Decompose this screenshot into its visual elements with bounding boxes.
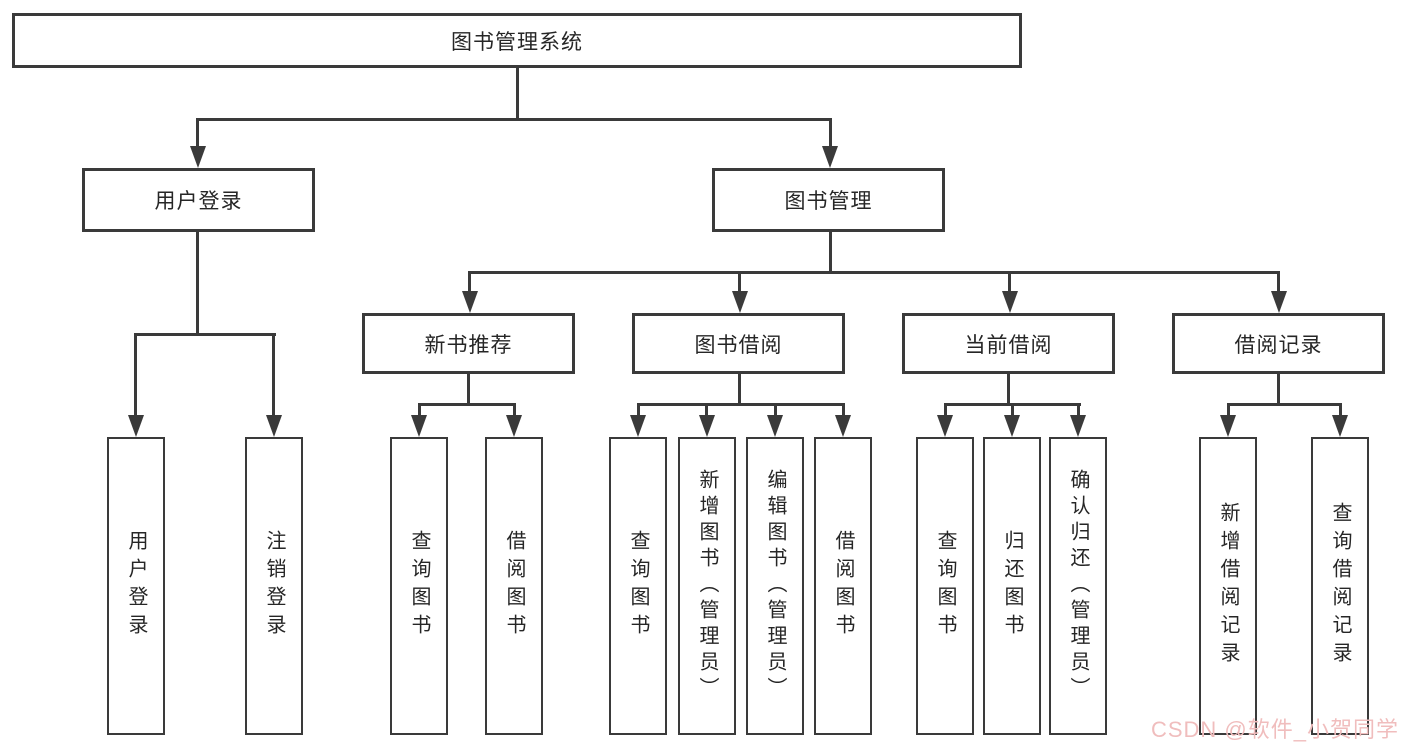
node-user-login-label: 用户登录 [154,190,243,213]
connector-borrow-records-drop [1277,374,1280,405]
node-book-borrow-label: 图书借阅 [694,333,783,357]
leaf-user-login-label: 用户登录 [125,530,147,642]
arrowhead-down-icon [835,415,851,437]
connector-stub [513,403,516,417]
connector-book-borrow-bar [637,403,845,406]
leaf-confirm-return-admin-label: 确认归还（管理员） [1067,469,1089,703]
leaf-borrow-books-label: 借阅图书 [832,530,854,642]
connector-stub [637,403,640,417]
node-new-book-recommend: 新书推荐 [362,313,575,374]
node-user-login: 用户登录 [82,168,315,232]
arrowhead-down-icon [1220,415,1236,437]
arrowhead-down-icon [411,415,427,437]
node-new-book-recommend-label: 新书推荐 [424,333,513,357]
leaf-borrow-books-recommend: 借阅图书 [485,437,543,735]
node-book-management: 图书管理 [712,168,945,232]
connector-user-login-drop [196,232,199,335]
node-book-borrow: 图书借阅 [632,313,845,374]
leaf-query-books-recommend: 查询图书 [390,437,448,735]
leaf-edit-books-admin: 编辑图书（管理员） [746,437,804,735]
connector-new-book-drop [467,374,470,405]
connector-stub-leaf-logout [272,333,275,417]
arrowhead-down-icon [506,415,522,437]
connector-stub-new-book [468,271,471,293]
leaf-query-borrow-record-label: 查询借阅记录 [1329,502,1351,670]
arrowhead-down-icon [732,291,748,313]
connector-stub-user-login [196,118,199,148]
arrowhead-down-icon [937,415,953,437]
connector-stub [1227,403,1230,417]
node-library-management-system-label: 图书管理系统 [451,30,583,54]
leaf-query-books-current: 查询图书 [916,437,974,735]
leaf-query-books-borrow: 查询图书 [609,437,667,735]
leaf-logout-label: 注销登录 [263,530,285,642]
leaf-confirm-return-admin: 确认归还（管理员） [1049,437,1107,735]
connector-book-management-drop [829,232,832,273]
connector-stub [774,403,777,417]
connector-stub [705,403,708,417]
leaf-query-books-current-label: 查询图书 [934,530,956,642]
connector-book-management-bar [468,271,1280,274]
connector-stub [944,403,947,417]
leaf-add-books-admin-label: 新增图书（管理员） [696,469,718,703]
connector-stub-current-borrow [1008,271,1011,293]
connector-new-book-bar [418,403,516,406]
leaf-query-borrow-record: 查询借阅记录 [1311,437,1369,735]
node-borrow-records-label: 借阅记录 [1234,333,1323,357]
arrowhead-down-icon [1004,415,1020,437]
arrowhead-down-icon [1070,415,1086,437]
leaf-add-borrow-record: 新增借阅记录 [1199,437,1257,735]
node-current-borrow: 当前借阅 [902,313,1115,374]
arrowhead-down-icon [822,146,838,168]
connector-stub-book-borrow [738,271,741,293]
connector-book-borrow-drop [738,374,741,405]
csdn-watermark: CSDN @软件_小贺同学 [1150,717,1399,742]
connector-borrow-records-bar [1227,403,1341,406]
connector-stub-borrow-records [1277,271,1280,293]
arrowhead-down-icon [699,415,715,437]
connector-stub [418,403,421,417]
leaf-query-books-borrow-label: 查询图书 [627,530,649,642]
arrowhead-down-icon [190,146,206,168]
leaf-borrow-books-recommend-label: 借阅图书 [503,530,525,642]
connector-root-bar [196,118,832,121]
connector-stub-leaf-user-login [134,333,137,417]
arrowhead-down-icon [1002,291,1018,313]
arrowhead-down-icon [266,415,282,437]
leaf-query-books-recommend-label: 查询图书 [408,530,430,642]
leaf-user-login: 用户登录 [107,437,165,735]
arrowhead-down-icon [128,415,144,437]
leaf-edit-books-admin-label: 编辑图书（管理员） [764,469,786,703]
connector-stub-book-management [829,118,832,148]
connector-stub [1011,403,1014,417]
arrowhead-down-icon [1332,415,1348,437]
connector-current-borrow-drop [1007,374,1010,405]
leaf-return-books-label: 归还图书 [1001,530,1023,642]
leaf-logout: 注销登录 [245,437,303,735]
node-library-management-system: 图书管理系统 [12,13,1022,68]
node-current-borrow-label: 当前借阅 [964,333,1053,357]
connector-stub [1339,403,1342,417]
connector-root-drop [516,68,519,120]
leaf-borrow-books: 借阅图书 [814,437,872,735]
connector-stub [842,403,845,417]
connector-stub [1077,403,1080,417]
node-book-management-label: 图书管理 [784,190,873,213]
connector-user-login-bar [134,333,276,336]
arrowhead-down-icon [462,291,478,313]
leaf-return-books: 归还图书 [983,437,1041,735]
arrowhead-down-icon [1271,291,1287,313]
leaf-add-books-admin: 新增图书（管理员） [678,437,736,735]
leaf-add-borrow-record-label: 新增借阅记录 [1217,502,1239,670]
arrowhead-down-icon [630,415,646,437]
arrowhead-down-icon [767,415,783,437]
node-borrow-records: 借阅记录 [1172,313,1385,374]
